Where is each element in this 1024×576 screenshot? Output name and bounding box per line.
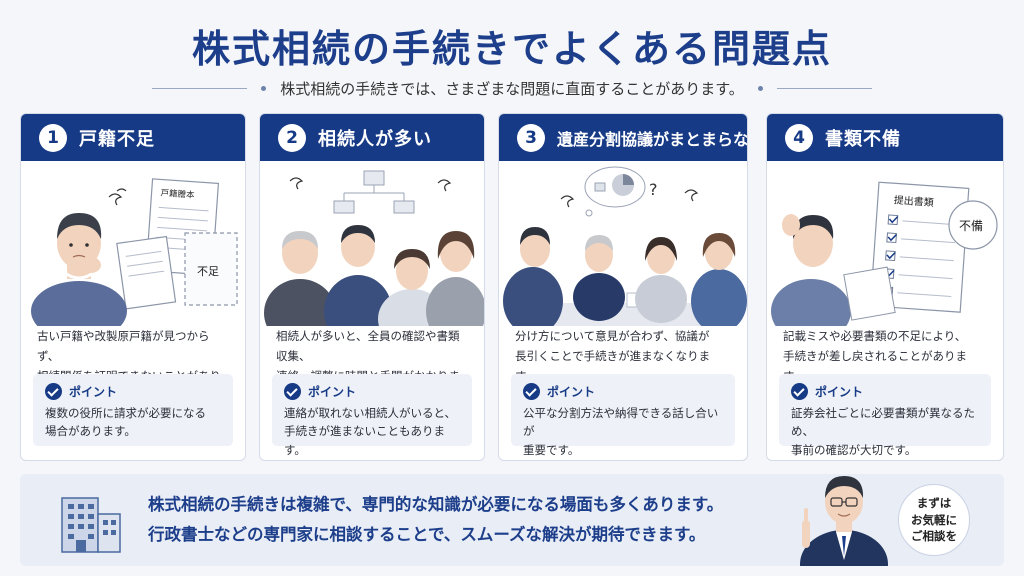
- problem-cards: 1 戸籍不足 戸籍謄本: [20, 113, 1004, 461]
- divider-dot-right: [757, 86, 763, 91]
- card-title: 遺産分割協議がまとまらない: [557, 129, 748, 149]
- desc-line: 分け方について意見が合わず、協議が: [515, 329, 710, 343]
- card-number: 2: [278, 123, 306, 152]
- card-description: 相続人が多いと、全員の確認や書類収集、 連絡・調整に時間と手間がかかります。: [260, 326, 484, 403]
- card-title: 戸籍不足: [79, 128, 155, 150]
- point-text: 複数の役所に請求が必要になる 場合があります。: [45, 406, 206, 439]
- banner-message: 株式相続の手続きは複雑で、専門的な知識が必要になる場面も多くあります。 行政書士…: [148, 490, 723, 550]
- card-header: 2 相続人が多い: [260, 114, 484, 161]
- banner-line-1: 株式相続の手続きは複雑で、専門的な知識が必要になる場面も多くあります。: [148, 495, 724, 514]
- page-subtitle: 株式相続の手続きでは、さまざまな問題に直面することがあります。: [280, 80, 744, 98]
- card-document-defects: 4 書類不備 提出書類: [766, 113, 1004, 461]
- check-icon: [284, 383, 301, 400]
- card-many-heirs: 2 相続人が多い: [259, 113, 485, 461]
- card-description: 古い戸籍や改製原戸籍が見つからず、 相続関係を証明できないことがあります。: [21, 326, 245, 403]
- page-title: 株式相続の手続きでよくある問題点: [191, 27, 832, 71]
- card-number: 1: [39, 123, 67, 152]
- point-label: ポイント: [547, 385, 596, 399]
- desc-line: 古い戸籍や改製原戸籍が見つからず、: [37, 329, 210, 364]
- card-header: 3 遺産分割協議がまとまらない: [499, 114, 747, 161]
- card-title: 書類不備: [825, 128, 901, 150]
- card-division-disagreement: 3 遺産分割協議がまとまらない ?: [498, 113, 748, 461]
- point-label: ポイント: [815, 385, 864, 399]
- point-box: ポイント 証券会社ごとに必要書類が異なるため、 事前の確認が大切です。: [779, 374, 991, 457]
- illustration-meeting-discussion: ?: [499, 161, 747, 335]
- point-box: ポイント 複数の役所に請求が必要になる 場合があります。: [33, 374, 233, 446]
- card-koseki-shortage: 1 戸籍不足 戸籍謄本: [20, 113, 246, 461]
- card-header: 4 書類不備: [767, 114, 1003, 161]
- point-text: 連絡が取れない相続人がいると、 手続きが進まないこともあります。: [284, 406, 457, 457]
- check-icon: [791, 383, 808, 400]
- point-text: 公平な分割方法や納得できる話し合いが 重要です。: [523, 406, 719, 457]
- card-number: 4: [785, 123, 813, 152]
- card-header: 1 戸籍不足: [21, 114, 245, 161]
- divider-dot-left: [261, 86, 267, 91]
- doc-label-submission: 提出書類: [893, 193, 934, 209]
- defect-stamp: 不備: [959, 218, 983, 233]
- desc-line: 記載ミスや必要書類の不足により、: [783, 329, 967, 343]
- illustration-man-with-documents: 提出書類 不備: [767, 161, 1003, 343]
- office-building-icon: [61, 497, 121, 553]
- svg-text:?: ?: [649, 180, 658, 199]
- card-description: 分け方について意見が合わず、協議が 長引くことで手続きが進まなくなります。: [499, 326, 747, 383]
- consultation-banner: 株式相続の手続きは複雑で、専門的な知識が必要になる場面も多くあります。 行政書士…: [20, 474, 1004, 566]
- point-label: ポイント: [308, 385, 357, 399]
- subtitle-row: 株式相続の手続きでは、さまざまな問題に直面することがあります。: [0, 78, 1024, 99]
- point-label: ポイント: [69, 385, 118, 399]
- point-text: 証券会社ごとに必要書類が異なるため、 事前の確認が大切です。: [791, 406, 975, 457]
- illustration-group-of-heirs: [260, 161, 484, 349]
- check-icon: [45, 383, 62, 400]
- illustration-worried-man-documents: 戸籍謄本 不足: [21, 161, 245, 341]
- missing-note: 不足: [197, 265, 219, 278]
- divider-left: [152, 88, 248, 89]
- advisor-illustration: [800, 476, 888, 566]
- divider-right: [776, 88, 872, 89]
- card-title: 相続人が多い: [318, 128, 432, 150]
- card-description: 記載ミスや必要書類の不足により、 手続きが差し戻されることがあります。: [767, 326, 1003, 383]
- banner-line-2: 行政書士などの専門家に相談することで、スムーズな解決が期待できます。: [148, 525, 706, 544]
- point-box: ポイント 公平な分割方法や納得できる話し合いが 重要です。: [511, 374, 735, 457]
- card-number: 3: [517, 123, 545, 152]
- consult-bubble: まずは お気軽に ご相談を: [898, 484, 970, 556]
- point-box: ポイント 連絡が取れない相続人がいると、 手続きが進まないこともあります。: [272, 374, 472, 457]
- doc-label-koseki: 戸籍謄本: [160, 187, 195, 200]
- desc-line: 相続人が多いと、全員の確認や書類収集、: [276, 329, 460, 364]
- check-icon: [523, 383, 540, 400]
